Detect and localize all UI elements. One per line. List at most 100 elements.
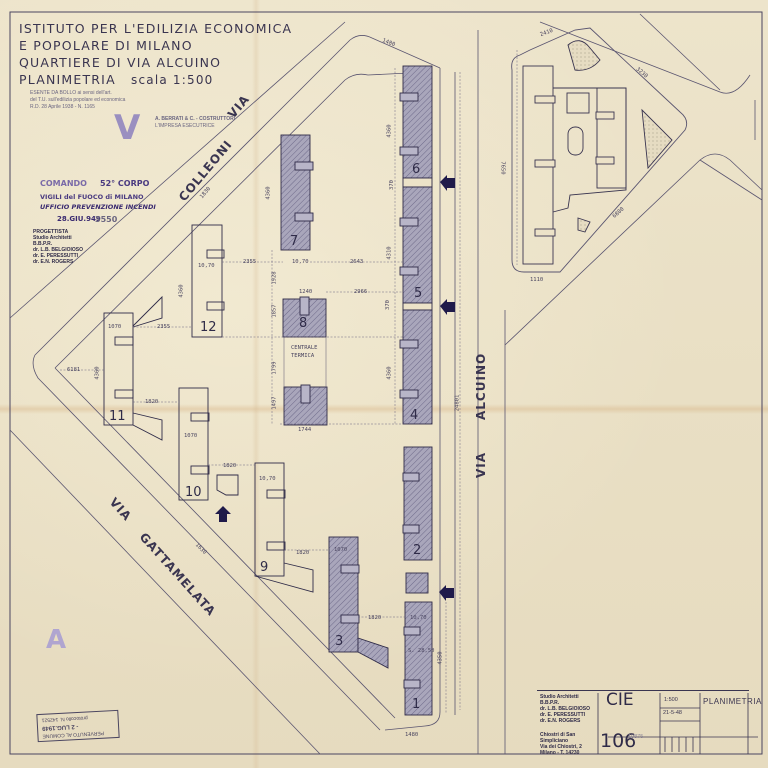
- street-label-via-alcuino-via: VIA: [474, 451, 488, 478]
- central-heating-building: [283, 337, 328, 426]
- vigili-stamp-comando: COMANDO: [40, 179, 87, 188]
- progettista-line-5: dr. E. PERESSUTTI: [33, 253, 79, 259]
- paper-fold-horizontal: [0, 404, 768, 414]
- vigili-stamp-number: 3550: [95, 215, 118, 224]
- building-2: [402, 446, 433, 561]
- dim-1928: 1928: [271, 271, 278, 285]
- cartouche-date: 21-5-48: [663, 710, 682, 716]
- dim-1820-d: 1820: [368, 615, 382, 621]
- building-number-1: 1: [412, 697, 421, 712]
- dim-1480-bottom: 1480: [405, 732, 419, 738]
- building-4: [399, 309, 433, 425]
- dim-2355-b: 2355: [157, 324, 171, 330]
- dim-2643: 2643: [350, 259, 364, 265]
- building-1: [403, 601, 433, 716]
- building-number-6: 6: [412, 162, 421, 177]
- cartouche-client: CIE: [606, 690, 634, 710]
- centrale-termica-line-2: TERMICA: [291, 353, 315, 359]
- received-stamp: protocollo N. 142521 - 2 LUG.1949 PERVEN…: [36, 709, 120, 743]
- building-number-7: 7: [290, 234, 299, 249]
- building-number-4: 4: [410, 408, 419, 423]
- title-planimetria: PLANIMETRIA: [19, 72, 116, 87]
- via-colleoni-street: [9, 21, 441, 369]
- dim-4360-11: 4360: [94, 366, 101, 380]
- dim-1799: 1799: [271, 361, 278, 375]
- dim-s2850: S. 28,50: [408, 648, 435, 654]
- cartouche-studio-line-3: dr. L.B. BELGIOIOSO: [540, 706, 591, 712]
- dim-1820-a: 1820: [145, 399, 159, 405]
- building-number-3: 3: [335, 634, 344, 649]
- title-line-2: E POPOLARE DI MILANO: [19, 38, 193, 53]
- dim-2966: 2966: [354, 289, 368, 295]
- building-6: [399, 65, 433, 188]
- dim-1497: 1497: [271, 396, 278, 410]
- dim-370: 370: [388, 180, 395, 190]
- title-line-1: ISTITUTO PER L'EDILIZIA ECONOMICA: [19, 21, 293, 36]
- dim-4350: 4350: [437, 651, 444, 665]
- building-10: [178, 387, 210, 501]
- dim-1070-10: 1070: [184, 433, 198, 439]
- building-number-9: 9: [260, 560, 269, 575]
- small-structure: [216, 474, 239, 496]
- dim-1820-c: 1820: [296, 550, 310, 556]
- dim-4360-b7: 4360: [265, 186, 272, 200]
- dim-1110: 1110: [530, 277, 544, 283]
- entrance-arrow-gattamelata: [215, 506, 231, 522]
- cartouche-drawing-title: PLANIMETRIA: [703, 697, 762, 706]
- title-line-4: PLANIMETRIA scala 1:500: [19, 71, 292, 89]
- dim-4365: 4360: [386, 366, 393, 380]
- cartouche-studio-line-4: dr. E. PERESSUTTI: [540, 712, 586, 718]
- cartouche-studio-line-2: B.B.P.R.: [540, 700, 560, 706]
- cartouche-sheet-sub: 10875: [628, 734, 644, 740]
- received-stamp-line-2: - 2 LUG.1949: [41, 722, 79, 731]
- building-number-2: 2: [413, 543, 422, 558]
- right-block-streets: [504, 13, 763, 346]
- progettista-line-1: PROGETTISTA: [33, 229, 69, 235]
- dim-1070-3: 1070: [334, 547, 348, 553]
- building-number-11: 11: [109, 409, 126, 424]
- building-number-5: 5: [414, 286, 423, 301]
- dimension-lines: [60, 50, 518, 714]
- paper-fold-vertical: [252, 0, 260, 768]
- building-12: [191, 224, 225, 338]
- progettista-line-3: B.B.P.R.: [33, 241, 53, 247]
- entrance-arrow-5: [440, 299, 455, 315]
- mark-v: V: [114, 108, 141, 148]
- dim-1070-11: 1070: [108, 324, 122, 330]
- dim-6181: 6181: [67, 367, 81, 373]
- via-gattamelata-street: [9, 354, 396, 755]
- cartouche-studio-line-5: dr. E.N. ROGERS: [540, 718, 581, 724]
- dim-1070-1: 10,70: [410, 615, 427, 621]
- dim-1820-b: 1820: [223, 463, 237, 469]
- building-3: [328, 536, 389, 669]
- cartouche-address-line-3: Via dei Chiostri, 2: [540, 744, 582, 750]
- dim-2355-a: 2355: [243, 259, 257, 265]
- dim-1744: 1744: [298, 427, 312, 433]
- building-number-10: 10: [185, 485, 202, 500]
- dim-7650: 7650: [499, 161, 506, 175]
- vigili-stamp-ufficio: UFFICIO PREVENZIONE INCENDI: [40, 203, 156, 211]
- entrance-arrow-1: [439, 585, 454, 601]
- dim-1070-a: 10,70: [292, 259, 309, 265]
- entrance-arrows: [215, 175, 455, 601]
- building-7: [280, 134, 314, 251]
- vigili-stamp-fuoco: VIGILI del FUOCO di MILANO: [40, 193, 144, 201]
- bollo-stamp-line-3: R.D. 28 Aprile 1938 - N. 1165: [30, 104, 95, 110]
- dim-1240: 1240: [299, 289, 313, 295]
- building-number-12: 12: [200, 320, 217, 335]
- bollo-stamp-line-2: del T.U. sull'edilizia popolare ed econo…: [30, 97, 126, 103]
- small-building-shop: [405, 572, 429, 594]
- title-scale: scala 1:500: [131, 73, 214, 87]
- right-block: [511, 27, 688, 273]
- building-9: [254, 462, 314, 593]
- cartouche-address-line-1: Chiostri di San: [540, 732, 576, 738]
- title-cartouche: [537, 690, 749, 753]
- impresa-stamp-line-1: A. BERRATI & C. - COSTRUTTORI: [155, 116, 236, 122]
- dim-1857: 1857: [271, 304, 278, 318]
- street-label-via-alcuino-name: ALCUINO: [474, 352, 488, 420]
- vigili-stamp-corpo: 52° CORPO: [100, 179, 150, 188]
- received-stamp-line-3: protocollo N. 142521: [41, 714, 88, 723]
- title-line-3: QUARTIERE DI VIA ALCUINO: [19, 55, 222, 70]
